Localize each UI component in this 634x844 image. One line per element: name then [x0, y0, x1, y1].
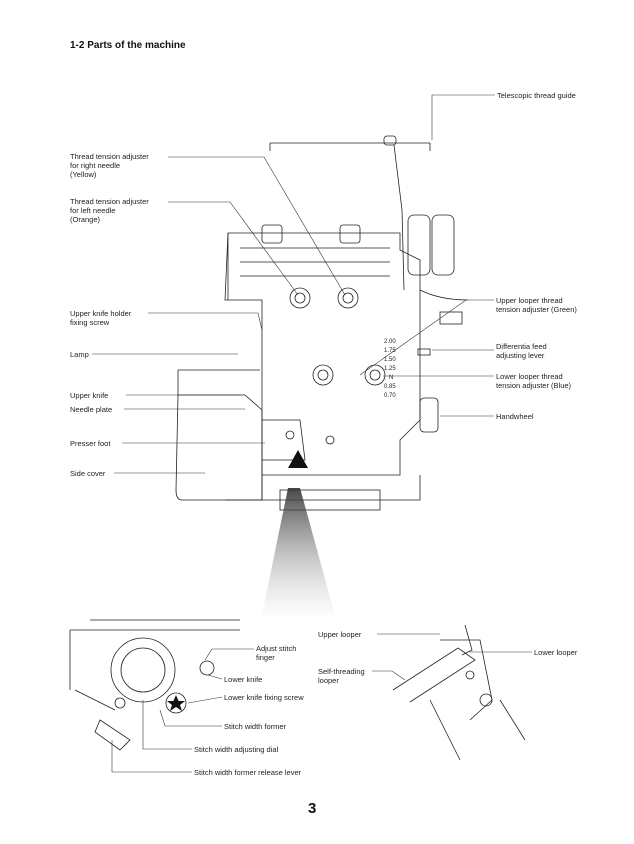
label-adjust-stitch-finger: Adjust stitch finger: [256, 644, 297, 662]
scale-mark: 1.75: [384, 348, 396, 354]
label-lower-looper-tension: Lower looper thread tension adjuster (Bl…: [496, 372, 572, 390]
label-thread-tension-left: Thread tension adjuster for left needle …: [70, 197, 149, 224]
label-upper-knife: Upper knife: [70, 391, 109, 400]
scale-mark: 2.00: [384, 339, 396, 345]
scale-mark: 0.85: [384, 384, 396, 390]
label-telescopic-thread-guide: Telescopic thread guide: [497, 91, 576, 100]
label-lower-knife: Lower knife: [224, 675, 263, 684]
label-stitch-width-dial: Stitch width adjusting dial: [194, 745, 279, 754]
scale-mark: 1.25: [384, 366, 396, 372]
label-thread-tension-right: Thread tension adjuster for right needle…: [70, 152, 149, 179]
page-number: 3: [308, 800, 317, 817]
section-title: 1-2 Parts of the machine: [70, 40, 186, 51]
label-differential-feed: Differentia feed adjusting lever: [496, 342, 547, 360]
label-upper-knife-holder: Upper knife holder fixing screw: [70, 309, 132, 327]
label-handwheel: Handwheel: [496, 412, 534, 421]
label-upper-looper-tension: Upper looper thread tension adjuster (Gr…: [496, 296, 577, 314]
label-lower-looper: Lower looper: [534, 648, 578, 657]
scale-mark: N: [389, 375, 394, 381]
label-needle-plate: Needle plate: [70, 405, 113, 414]
label-upper-looper: Upper looper: [318, 630, 362, 639]
label-side-cover: Side cover: [70, 469, 106, 478]
label-stitch-width-former: Stitch width former: [224, 722, 287, 731]
label-self-threading-looper: Self-threading looper: [318, 667, 365, 685]
scale-mark: 0.70: [384, 393, 396, 399]
label-presser-foot: Presser foot: [70, 439, 111, 448]
label-stitch-width-release: Stitch width former release lever: [194, 768, 302, 777]
label-lower-knife-fixing-screw: Lower knife fixing screw: [224, 693, 304, 702]
label-lamp: Lamp: [70, 350, 89, 359]
scale-mark: 1.50: [384, 357, 396, 363]
